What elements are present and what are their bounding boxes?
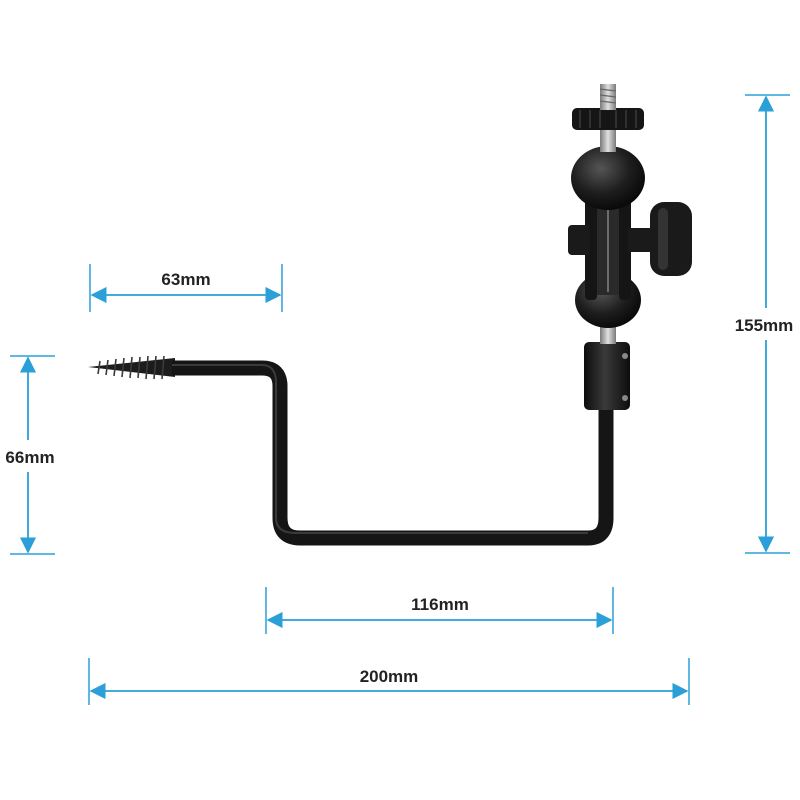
dimension-total-height: 155mm <box>735 94 794 554</box>
dimension-label-screw-length: 63mm <box>161 270 210 289</box>
dimension-total-width: 200mm <box>88 658 690 705</box>
dimension-label-total-height: 155mm <box>735 316 794 335</box>
dimension-label-total-width: 200mm <box>360 667 419 686</box>
dimension-step-height: 66mm <box>5 355 55 555</box>
dimension-screw-length: 63mm <box>89 264 283 312</box>
mount-arm <box>88 84 692 546</box>
screw-icon <box>88 355 175 380</box>
dimension-label-step-height: 66mm <box>5 448 54 467</box>
dimension-label-base-width: 116mm <box>411 595 469 614</box>
dimension-base-width: 116mm <box>265 587 614 634</box>
knob-icon <box>628 202 692 276</box>
